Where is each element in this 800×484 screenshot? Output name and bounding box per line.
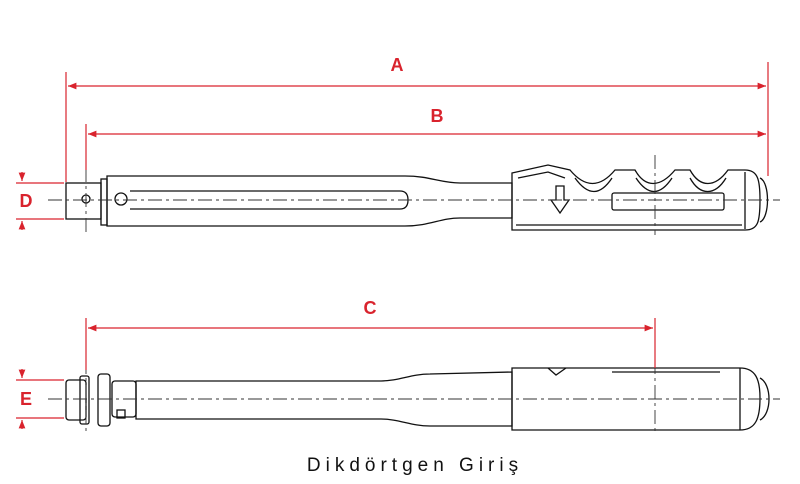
- dimension-b-label: B: [431, 106, 444, 126]
- dimension-lines: [16, 62, 769, 429]
- dimension-c-label: C: [364, 298, 377, 318]
- dimension-d-label: D: [20, 191, 33, 211]
- arrow-indicator-icon: [549, 185, 571, 215]
- drive-type-caption: Dikdörtgen Giriş: [307, 455, 523, 476]
- centerlines-top: [48, 155, 780, 236]
- centerlines-side: [48, 360, 780, 432]
- dimension-e-label: E: [20, 389, 32, 409]
- scale-window: [611, 192, 725, 211]
- dimension-a-label: A: [391, 55, 404, 75]
- square-drive-top: [65, 182, 102, 220]
- handle-side: [511, 367, 761, 431]
- wrench-top-view: [65, 164, 769, 231]
- lever-tube-top: [106, 175, 513, 227]
- ratchet-head: [97, 373, 111, 427]
- rivet-hole: [114, 192, 128, 206]
- square-drive-side: [65, 379, 87, 421]
- handle-grip-top: [511, 164, 761, 231]
